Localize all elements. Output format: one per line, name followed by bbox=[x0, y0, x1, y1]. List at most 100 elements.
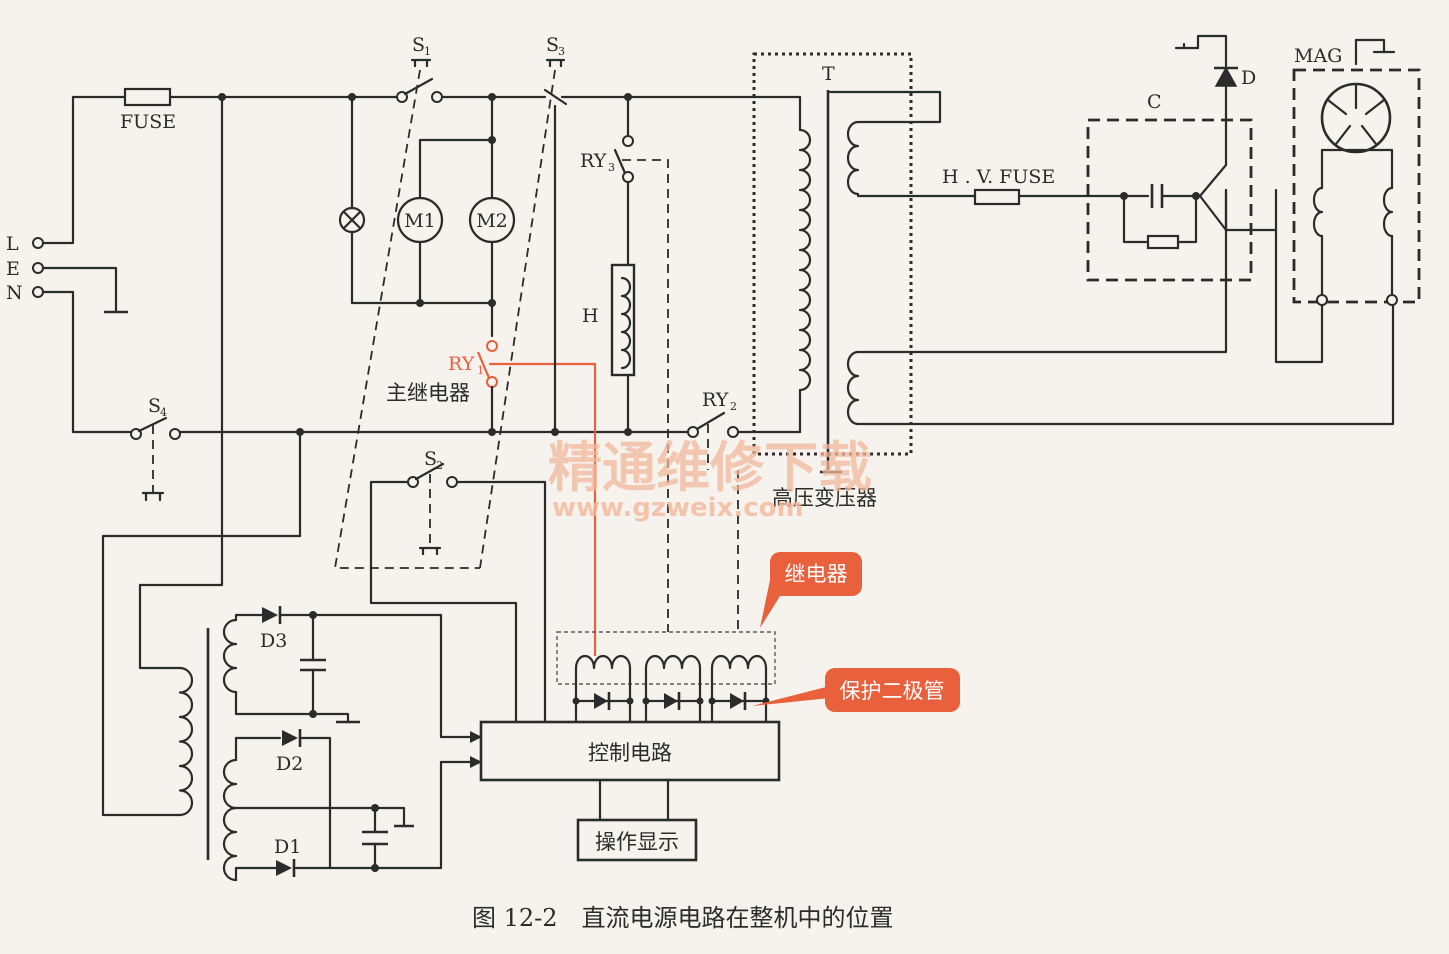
d2-label: D2 bbox=[276, 753, 303, 775]
ry2-label: RY bbox=[702, 389, 729, 411]
hv-transformer-frame bbox=[752, 52, 913, 456]
magnetron-filament-coil-right bbox=[1382, 186, 1394, 238]
diode-ground-symbol bbox=[1174, 42, 1200, 50]
lv-transformer-primary-wire-b bbox=[101, 430, 302, 817]
ry1-coil-link bbox=[489, 362, 597, 656]
capacitor-symbol bbox=[1150, 184, 1164, 208]
s4-actuator bbox=[141, 491, 165, 502]
top-line-wires bbox=[38, 95, 802, 434]
relay-callout bbox=[770, 552, 862, 596]
terminal-e bbox=[32, 262, 44, 274]
magnetron-filament-coil-left bbox=[1312, 186, 1324, 238]
transformer-primary-coil bbox=[798, 128, 812, 392]
magnetron-box bbox=[1292, 68, 1421, 304]
magnetron-terminal-right bbox=[1386, 294, 1398, 306]
hv-secondary-wire-to-mag bbox=[856, 298, 1395, 426]
hv-secondary-wire-to-diode bbox=[856, 188, 1228, 354]
d3-label: D3 bbox=[260, 630, 287, 652]
d1-label: D1 bbox=[274, 836, 301, 858]
junction-dots bbox=[218, 93, 632, 436]
ry1-contact-top bbox=[486, 340, 498, 352]
ry3-linkage bbox=[622, 159, 669, 632]
d3-output-wire bbox=[234, 613, 482, 739]
lamp-branch-wire bbox=[350, 95, 494, 305]
s2-left-wire bbox=[369, 480, 518, 724]
watermark-title: 精通维修下载 bbox=[548, 436, 872, 499]
s3-label: S bbox=[546, 34, 559, 56]
m1-top-wire bbox=[418, 138, 494, 200]
earth-wire bbox=[41, 266, 118, 314]
s4-label: S bbox=[148, 395, 161, 417]
d3-capacitor bbox=[300, 658, 326, 672]
heater-coil bbox=[620, 276, 632, 370]
ry3-blade bbox=[613, 148, 627, 175]
terminal-l-label: L bbox=[6, 233, 19, 255]
s2-actuator bbox=[418, 546, 442, 556]
cap-to-magnetron-wire bbox=[1224, 188, 1324, 364]
s2-blade bbox=[414, 462, 445, 481]
d2-wire bbox=[234, 736, 332, 870]
operation-display-box bbox=[576, 818, 698, 862]
control-circuit-label: 控制电路 bbox=[588, 741, 672, 765]
magnetron-ground bbox=[1354, 38, 1396, 66]
lv-transformer-primary-coil bbox=[178, 666, 194, 817]
magnetron-label: MAG bbox=[1294, 45, 1342, 67]
relay-group-frame bbox=[556, 631, 776, 685]
bleeder-wires bbox=[1122, 194, 1198, 244]
d3-diode-symbol bbox=[262, 607, 278, 623]
cap-junction-left bbox=[1120, 192, 1128, 200]
ry1-blade bbox=[476, 351, 491, 379]
relay-coil-1 bbox=[574, 654, 632, 678]
d3-junction-top bbox=[309, 611, 317, 619]
motor-bottom-wires bbox=[418, 240, 494, 338]
d1-output-wire bbox=[234, 760, 482, 882]
s1-sub: 1 bbox=[424, 45, 431, 58]
ry2-sub: 2 bbox=[730, 400, 737, 413]
filament-top-wire bbox=[828, 90, 942, 124]
magnetron-filament-leads bbox=[1320, 234, 1394, 302]
ry1-contact-bottom bbox=[486, 376, 498, 388]
cap-to-return-wire bbox=[1198, 194, 1228, 232]
s3-actuator bbox=[545, 58, 566, 68]
diode-ground-wire bbox=[1196, 34, 1228, 68]
lamp-icon bbox=[338, 206, 366, 234]
d1-capacitor bbox=[362, 830, 388, 846]
d1-junction-top bbox=[371, 804, 379, 812]
m1-label: M1 bbox=[404, 210, 436, 232]
ry2-contact-left bbox=[687, 426, 699, 438]
filament-winding bbox=[846, 120, 860, 196]
ry1-label: RY bbox=[448, 353, 475, 375]
fuse-symbol bbox=[123, 87, 172, 107]
control-display-link bbox=[598, 778, 670, 822]
cap-junction-right bbox=[1192, 192, 1200, 200]
neutral-wire bbox=[41, 290, 135, 434]
m2-symbol bbox=[468, 196, 516, 244]
hv-diode-symbol bbox=[1214, 66, 1238, 87]
protection-diode-callout-text: 保护二极管 bbox=[840, 679, 945, 703]
hv-fuse-label: H . V. FUSE bbox=[942, 166, 1055, 188]
hv-capacitor-box bbox=[1086, 118, 1253, 282]
magnetron-filament-top bbox=[1320, 148, 1394, 190]
s1-blade bbox=[403, 77, 434, 96]
terminal-n-label: N bbox=[6, 282, 23, 304]
operation-display-label: 操作显示 bbox=[595, 830, 679, 854]
s4-sub: 4 bbox=[160, 406, 167, 419]
ry1-sub: 1 bbox=[477, 364, 484, 377]
s1-label: S bbox=[412, 34, 425, 56]
ry2-contact-right bbox=[727, 426, 739, 438]
control-circuit-box bbox=[479, 720, 781, 782]
diode-callout-pointer bbox=[752, 686, 830, 706]
terminal-l bbox=[32, 237, 44, 249]
d1-d2-winding bbox=[222, 736, 238, 882]
s2-label: S bbox=[424, 448, 437, 470]
s3-linkage-dashed bbox=[479, 69, 556, 569]
protection-diode-callout bbox=[825, 668, 960, 712]
m1-symbol bbox=[396, 196, 444, 244]
protection-diodes bbox=[572, 674, 770, 724]
s3-blade bbox=[543, 88, 568, 106]
relay-callout-text: 继电器 bbox=[785, 562, 848, 586]
hv-transformer-label: 高压变压器 bbox=[772, 486, 877, 510]
m2-label: M2 bbox=[476, 210, 508, 232]
s2-right-wire bbox=[455, 480, 547, 724]
